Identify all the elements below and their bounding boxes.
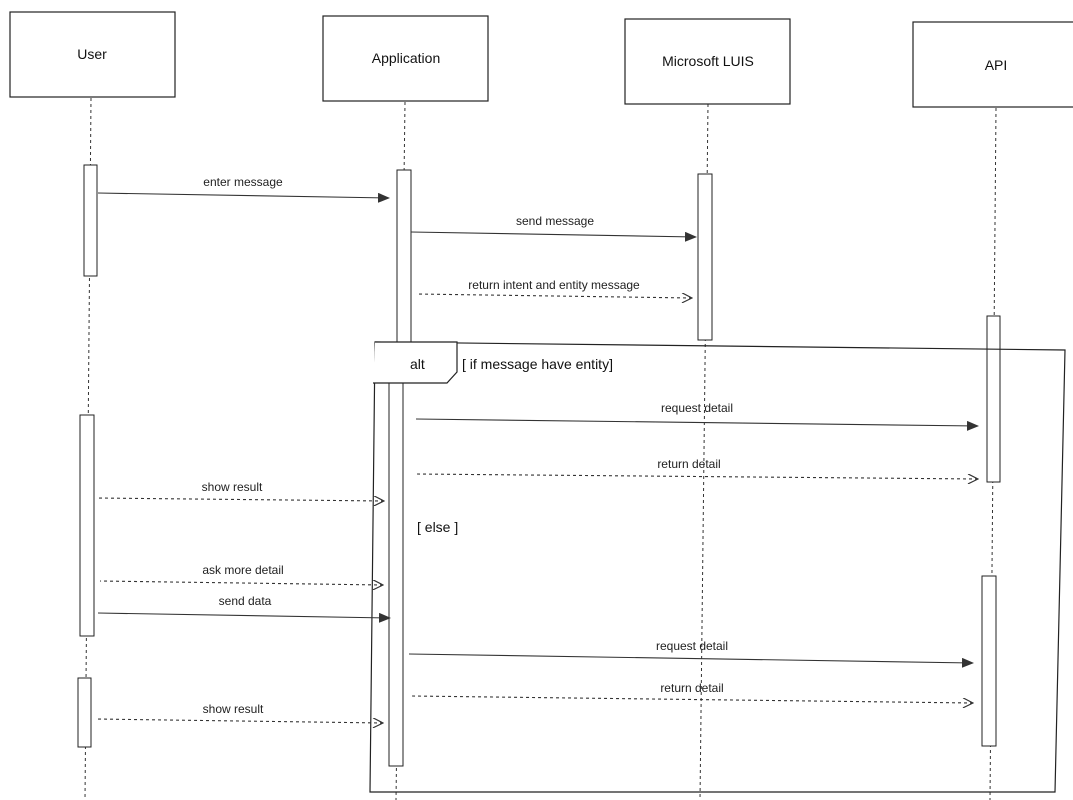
svg-text:show result: show result <box>202 480 263 494</box>
svg-text:send data: send data <box>219 594 272 608</box>
message-show-result-2: show result <box>96 702 383 723</box>
participant-application-label: Application <box>372 50 441 66</box>
message-return-detail-1: return detail <box>416 457 978 479</box>
message-return-detail-2: return detail <box>412 681 973 703</box>
message-request-detail-1: request detail <box>416 401 978 426</box>
activation-user-2 <box>80 415 94 636</box>
message-ask-more-detail: ask more detail <box>100 563 383 585</box>
svg-text:request detail: request detail <box>656 639 728 653</box>
alt-operator-label: alt <box>410 356 425 372</box>
svg-text:return detail: return detail <box>660 681 723 695</box>
message-send-message: send message <box>411 214 696 237</box>
participant-user: User <box>10 12 175 97</box>
participant-application: Application <box>323 16 488 101</box>
message-return-intent: return intent and entity message <box>416 278 692 298</box>
activation-api-2 <box>982 576 996 746</box>
activation-luis <box>698 174 712 340</box>
svg-text:send message: send message <box>516 214 594 228</box>
activation-application-1 <box>397 170 411 360</box>
alt-guard-else: [ else ] <box>417 519 458 535</box>
participant-microsoft-luis: Microsoft LUIS <box>625 19 790 104</box>
alt-guard-if: [ if message have entity] <box>462 356 613 372</box>
activation-api-1 <box>987 316 1000 482</box>
participant-microsoft-luis-label: Microsoft LUIS <box>662 53 754 69</box>
activation-application-2 <box>389 380 403 766</box>
svg-text:enter message: enter message <box>203 175 283 189</box>
svg-text:request detail: request detail <box>661 401 733 415</box>
svg-text:return detail: return detail <box>657 457 720 471</box>
participant-api: API <box>913 22 1073 107</box>
message-show-result-1: show result <box>96 480 384 501</box>
message-request-detail-2: request detail <box>409 639 973 663</box>
activation-user-3 <box>78 678 91 747</box>
svg-text:ask more detail: ask more detail <box>202 563 283 577</box>
message-enter-message: enter message <box>98 175 389 198</box>
message-send-data: send data <box>98 594 390 618</box>
svg-text:show result: show result <box>203 702 264 716</box>
participant-user-label: User <box>77 46 107 62</box>
svg-text:return intent and entity messa: return intent and entity message <box>468 278 640 292</box>
participant-api-label: API <box>985 57 1008 73</box>
activation-user-1 <box>84 165 97 276</box>
